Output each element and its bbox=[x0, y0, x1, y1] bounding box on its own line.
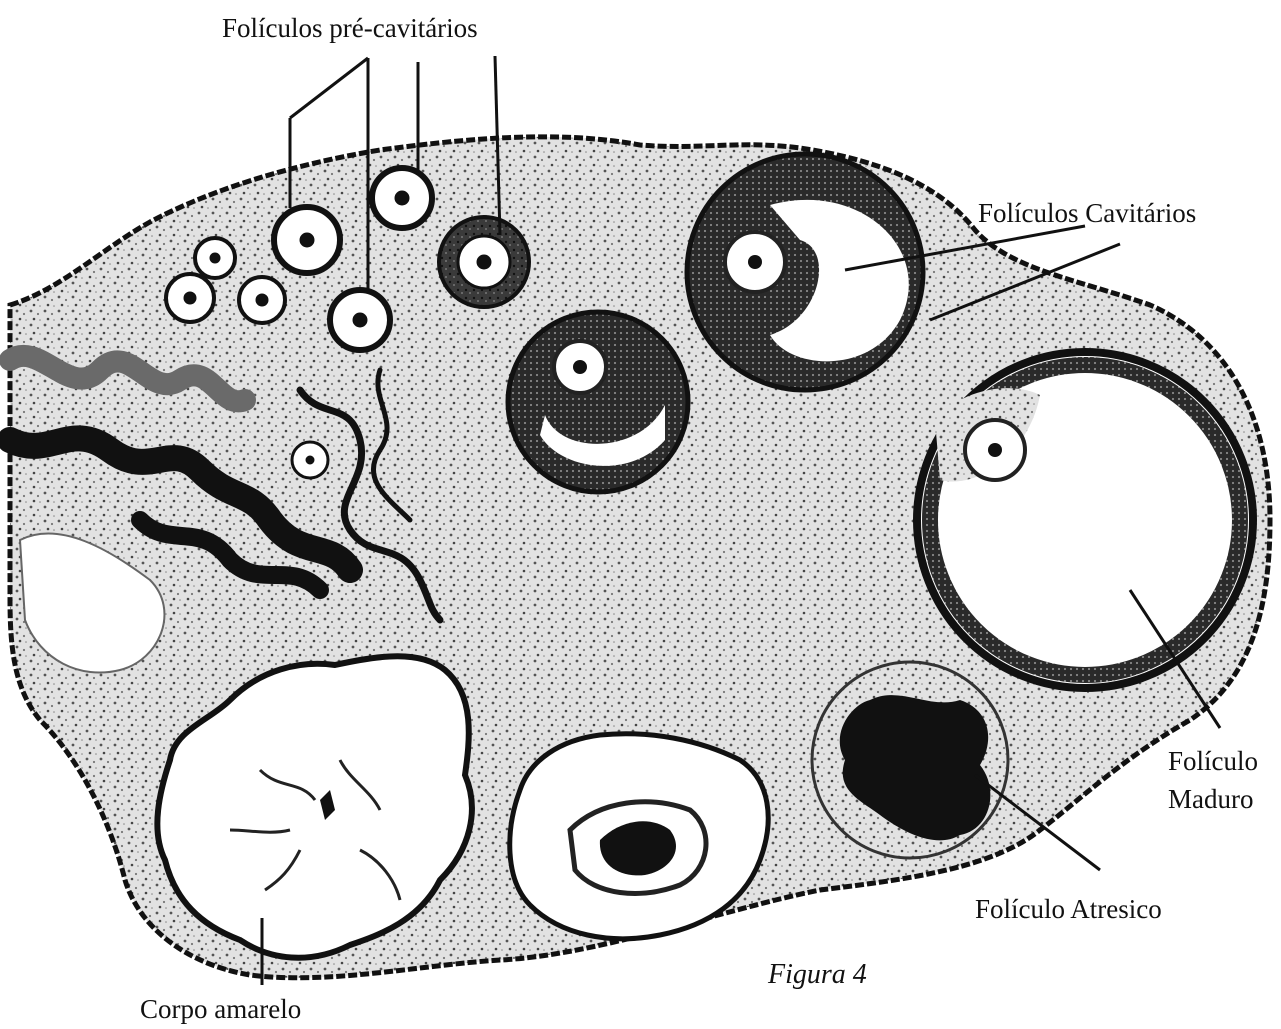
label-corpus-luteum: Corpo amarelo bbox=[140, 994, 301, 1024]
mature-follicle bbox=[917, 352, 1253, 688]
figure-caption: Figura 4 bbox=[767, 959, 867, 990]
atretic-follicle bbox=[812, 662, 1008, 858]
label-mature-line1: Folículo bbox=[1168, 746, 1258, 776]
label-mature-line2: Maduro bbox=[1168, 784, 1253, 814]
label-cavitary: Folículos Cavitários bbox=[978, 198, 1196, 228]
label-atretic: Folículo Atresico bbox=[975, 894, 1162, 924]
label-pre-cavitary: Folículos pré-cavitários bbox=[222, 13, 478, 43]
